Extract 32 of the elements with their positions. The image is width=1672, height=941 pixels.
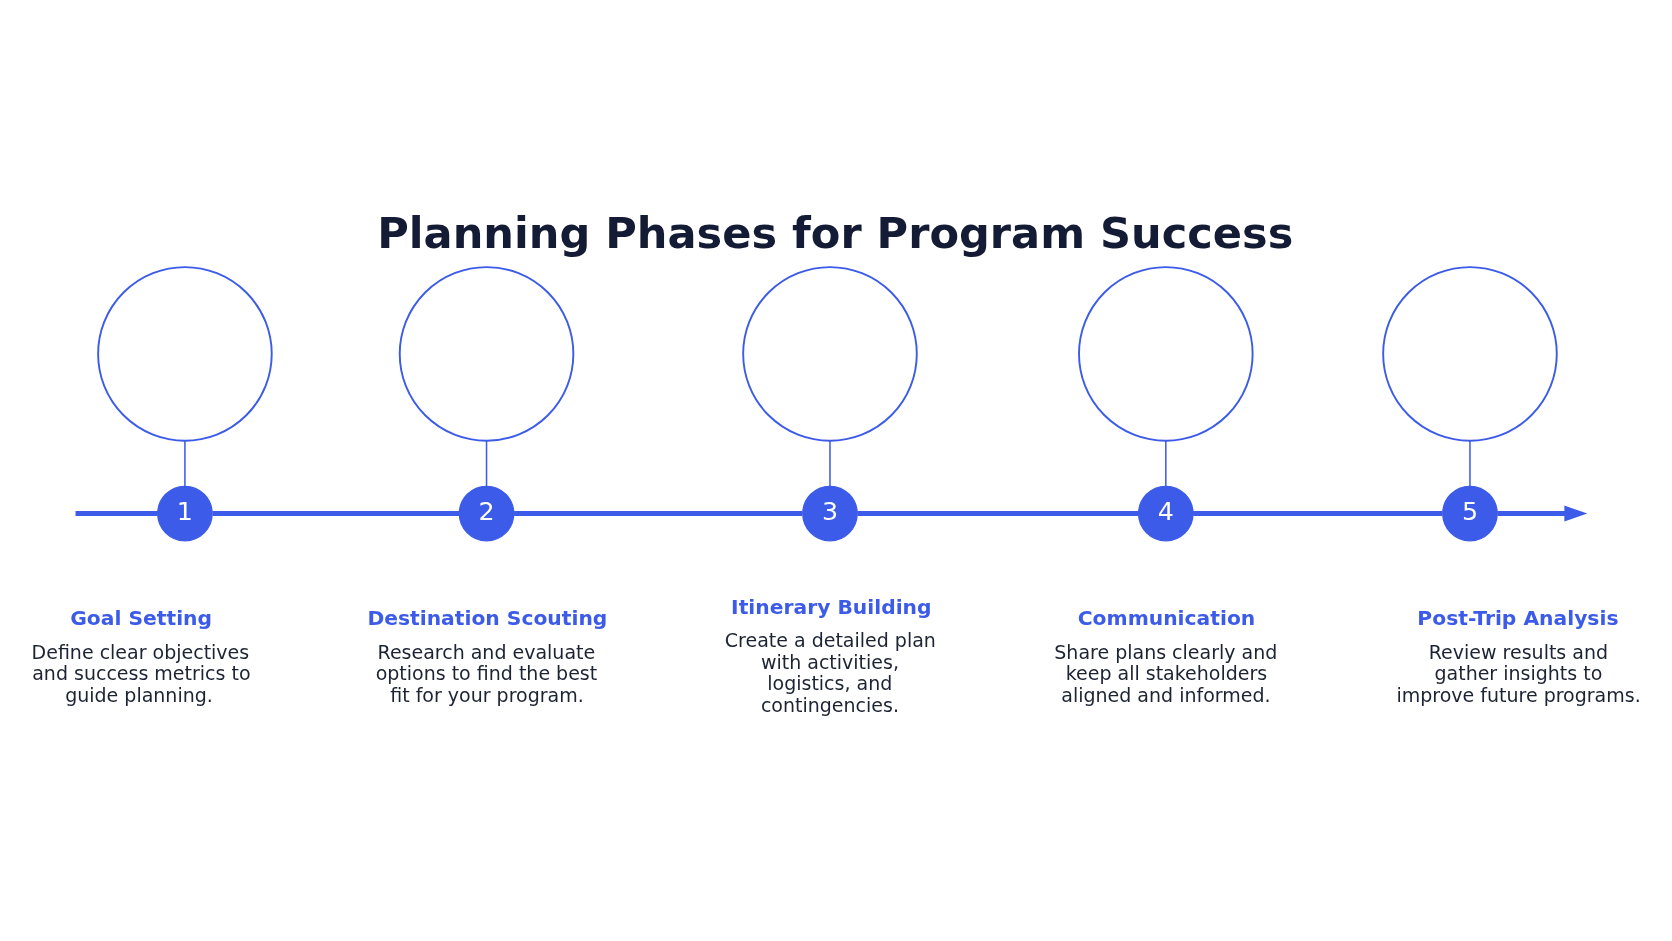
node-circle — [742, 266, 918, 442]
node-circle: 5 — [1442, 485, 1498, 542]
node-label: Goal Setting — [70, 606, 213, 631]
connector — [1193, 511, 1443, 517]
connector — [514, 511, 803, 517]
connector — [829, 440, 831, 488]
node-circle: 1 — [157, 485, 213, 542]
node-label: Share plans clearly and keep all stakeholders aligned and informed. — [1054, 640, 1278, 706]
node-circle — [1382, 266, 1558, 442]
connector — [1469, 440, 1471, 488]
node-circle — [97, 266, 273, 442]
node-label: Communication — [1077, 606, 1256, 631]
node-label: Itinerary Building — [731, 595, 932, 620]
connector — [212, 511, 460, 517]
connector — [857, 511, 1139, 517]
node-label: Post-Trip Analysis — [1417, 606, 1619, 631]
node-circle: 3 — [802, 485, 858, 542]
node-label: Destination Scouting — [367, 606, 608, 631]
arrow — [1497, 505, 1588, 522]
node-label: Define clear objectives and success metrics to guide planning. — [31, 640, 251, 706]
connector — [75, 511, 158, 517]
connector — [485, 440, 488, 488]
node-label: Create a detailed plan with activities, logistics, and contingencies. — [724, 629, 936, 716]
node-label: Research and evaluate options to find the best fit for your program. — [375, 640, 598, 706]
connector — [1165, 440, 1167, 488]
node-circle: 4 — [1137, 485, 1194, 542]
diagram-title: Planning Phases for Program Success — [377, 208, 1294, 259]
node-circle: 2 — [458, 485, 515, 542]
node-label: Review results and gather insights to improve future programs. — [1396, 640, 1641, 706]
node-circle — [1078, 266, 1254, 442]
node-circle — [398, 266, 575, 442]
connector — [184, 440, 186, 488]
